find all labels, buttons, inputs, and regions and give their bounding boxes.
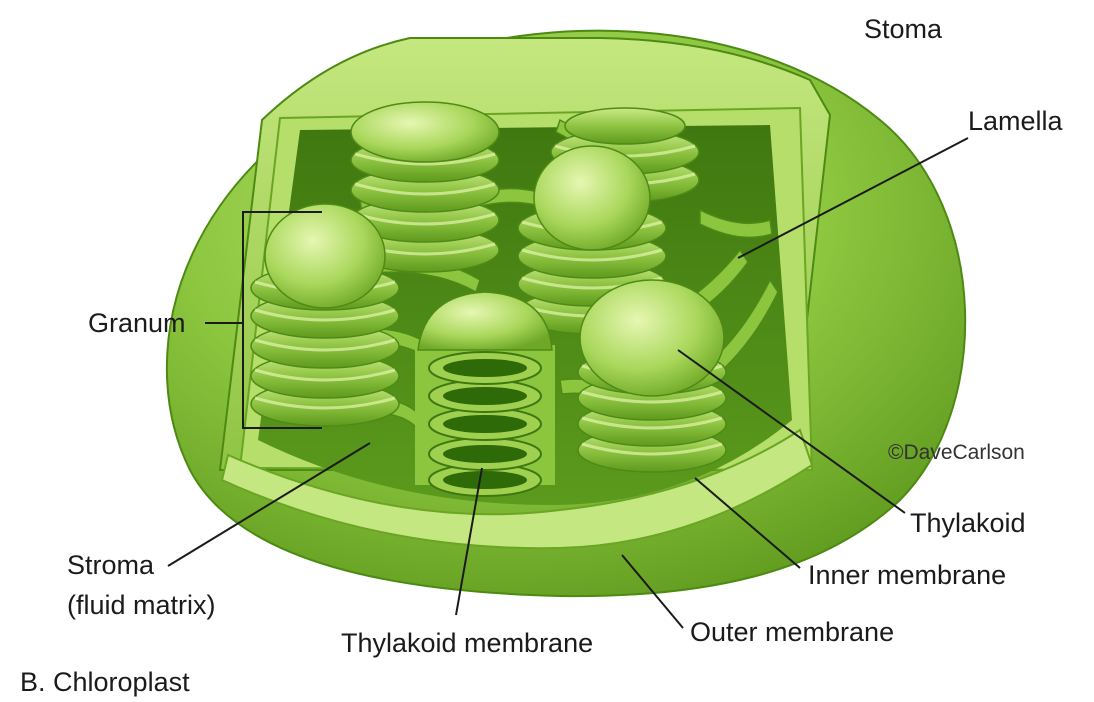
label-stroma: Stroma <box>67 548 154 582</box>
credit-text: ©DaveCarlson <box>888 441 1025 465</box>
label-thylakoid-membrane: Thylakoid membrane <box>341 628 593 658</box>
label-outer-membrane: Outer membrane <box>690 617 894 647</box>
figure-caption: B. Chloroplast <box>20 667 190 697</box>
granum-front-right <box>578 280 726 472</box>
granum-cross-section <box>415 292 555 496</box>
label-granum: Granum <box>88 308 186 338</box>
label-thylakoid: Thylakoid <box>910 508 1026 538</box>
label-stoma: Stoma <box>864 14 942 44</box>
label-lamella: Lamella <box>968 106 1063 136</box>
label-stroma-sub: (fluid matrix) <box>67 588 216 622</box>
label-inner-membrane: Inner membrane <box>808 560 1006 590</box>
granum-left <box>251 204 399 426</box>
